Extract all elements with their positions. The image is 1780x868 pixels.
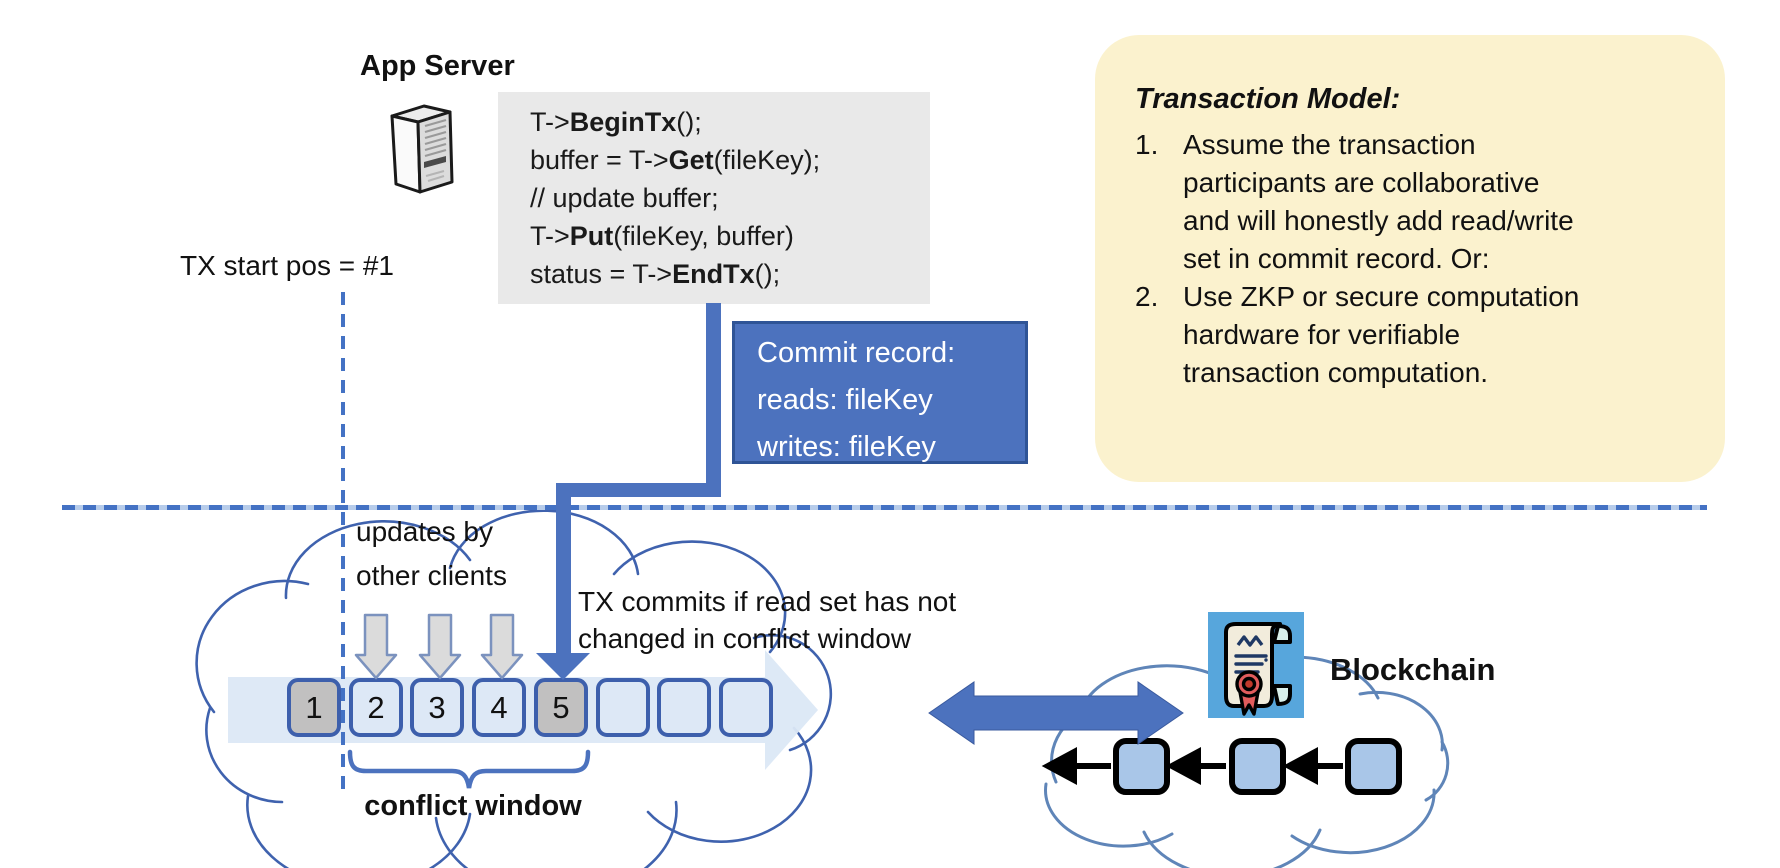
update-arrow-1 bbox=[354, 613, 398, 680]
conflict-window-brace bbox=[347, 749, 591, 789]
code-line: T->Put(fileKey, buffer) bbox=[530, 221, 794, 251]
timeline-block-3: 3 bbox=[410, 678, 464, 737]
certificate-scroll-icon bbox=[1208, 612, 1304, 718]
timeline-block-4: 4 bbox=[472, 678, 526, 737]
sync-double-arrow bbox=[928, 681, 1184, 745]
code-line: buffer = T->Get(fileKey); bbox=[530, 145, 821, 175]
tx-start-dashed-line bbox=[341, 292, 345, 794]
code-line: T->BeginTx(); bbox=[530, 107, 702, 137]
horizontal-divider-dashed-line bbox=[62, 505, 1707, 510]
update-arrow-3 bbox=[480, 613, 524, 680]
app-server-title: App Server bbox=[360, 50, 515, 82]
code-line: // update buffer; bbox=[530, 183, 719, 213]
code-line: status = T->EndTx(); bbox=[530, 259, 781, 289]
timeline-block-8 bbox=[719, 678, 773, 737]
update-arrow-2 bbox=[418, 613, 462, 680]
blockchain-label: Blockchain bbox=[1330, 652, 1496, 687]
server-tower-icon bbox=[372, 98, 472, 200]
conflict-window-label: conflict window bbox=[364, 790, 582, 822]
chain-link-arrows bbox=[1041, 746, 1343, 786]
chain-block-2 bbox=[1229, 738, 1286, 795]
transaction-model-note: Transaction Model: 1.Assume the transact… bbox=[1095, 35, 1725, 482]
update-arrows bbox=[354, 613, 524, 680]
timeline-block-7 bbox=[657, 678, 711, 737]
tx-start-pos-label: TX start pos = #1 bbox=[180, 250, 394, 281]
timeline-block-6 bbox=[596, 678, 650, 737]
timeline-block-5: 5 bbox=[534, 678, 588, 737]
timeline-block-1: 1 bbox=[287, 678, 341, 737]
code-lines: T->BeginTx(); buffer = T->Get(fileKey); //… bbox=[530, 103, 930, 293]
chain-block-3 bbox=[1345, 738, 1402, 795]
transaction-model-title: Transaction Model: bbox=[1135, 83, 1401, 115]
transaction-code-snippet: T->BeginTx(); buffer = T->Get(fileKey); //… bbox=[498, 92, 930, 304]
chain-block-1 bbox=[1113, 738, 1170, 795]
timeline-block-2: 2 bbox=[349, 678, 403, 737]
